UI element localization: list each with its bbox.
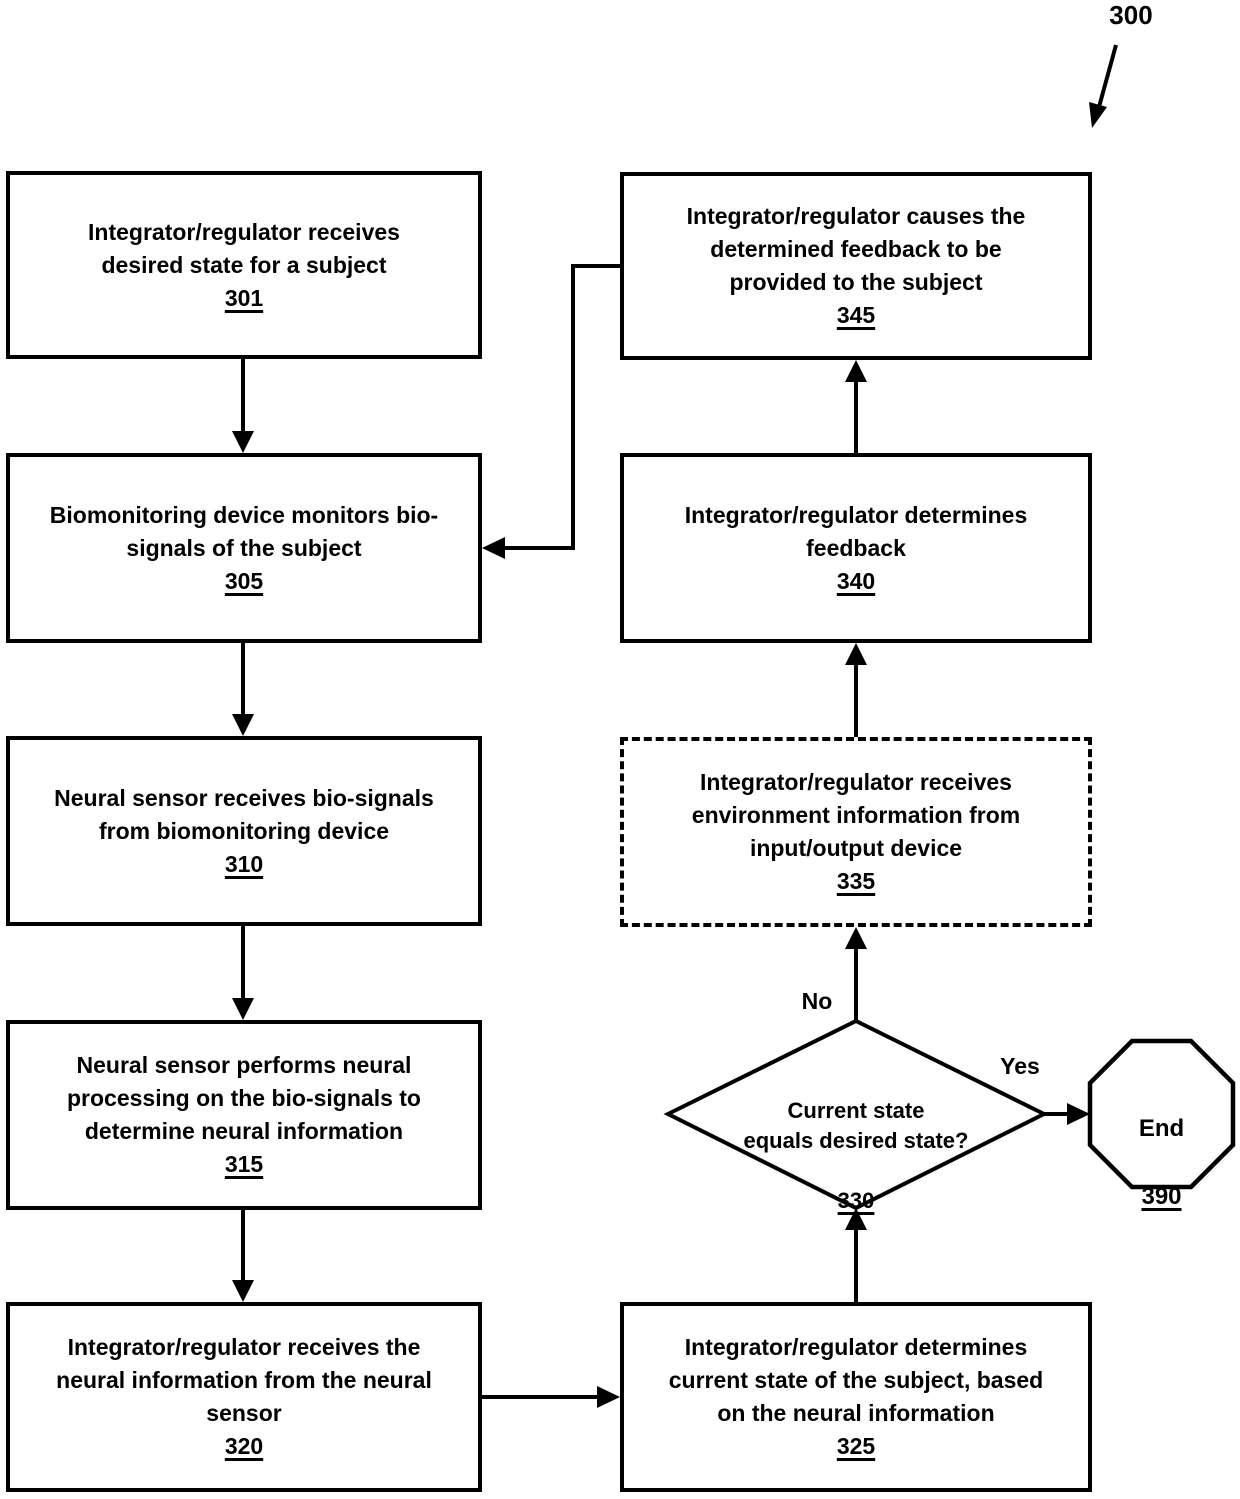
step-text-340: Integrator/regulator determines feedback [684, 501, 1028, 561]
step-text-315: Neural sensor performs neural processing… [67, 1052, 421, 1144]
arrow-335-340-head [845, 643, 867, 665]
step-box-315: Neural sensor performs neural processing… [6, 1020, 482, 1210]
end-390-shape [1087, 1038, 1236, 1190]
step-box-305: Biomonitoring device monitors bio- signa… [6, 453, 482, 643]
step-box-340: Integrator/regulator determines feedback… [620, 453, 1092, 643]
decision-330-text: Current state equals desired state? [743, 1098, 969, 1153]
arrow-305-310-head [232, 714, 254, 736]
arrow-345-305-head [482, 537, 505, 559]
end-390-label: End 390 [1090, 1078, 1233, 1248]
step-text-335: Integrator/regulator receives environmen… [691, 769, 1021, 861]
step-box-325: Integrator/regulator determines current … [620, 1302, 1092, 1492]
arrow-315-320-head [232, 1280, 254, 1302]
end-390-ref: 390 [1141, 1183, 1182, 1210]
arrow-310-315-head [232, 998, 254, 1020]
step-ref-315: 315 [224, 1151, 264, 1177]
branch-label-no: No [801, 988, 833, 1014]
figure-pointer-line [1097, 44, 1118, 108]
branch-label-yes: Yes [1000, 1053, 1040, 1079]
step-text-325: Integrator/regulator determines current … [668, 1334, 1044, 1426]
step-ref-320: 320 [224, 1433, 264, 1459]
step-text-301: Integrator/regulator receives desired st… [88, 218, 400, 278]
arrow-325-330-head [845, 1208, 867, 1230]
step-text-310: Neural sensor receives bio-signals from … [54, 784, 434, 844]
end-390-text: End [1138, 1115, 1185, 1142]
decision-330-ref: 330 [837, 1188, 875, 1213]
decision-330-shape [663, 1018, 1049, 1211]
arrow-330-390-head [1067, 1103, 1090, 1125]
step-box-345: Integrator/regulator causes the determin… [620, 172, 1092, 360]
step-ref-340: 340 [836, 567, 876, 594]
step-text-345: Integrator/regulator causes the determin… [686, 203, 1026, 295]
step-box-335: Integrator/regulator receives environmen… [620, 737, 1092, 927]
figure-pointer-head [1089, 102, 1107, 128]
arrow-330-335-head [845, 927, 867, 949]
step-ref-325: 325 [836, 1433, 876, 1459]
arrow-340-345-head [845, 360, 867, 382]
step-ref-335: 335 [836, 868, 876, 894]
figure-number: 300 [1109, 0, 1153, 30]
step-ref-305: 305 [224, 567, 264, 594]
arrow-301-305-head [232, 431, 254, 453]
step-text-320: Integrator/regulator receives the neural… [56, 1334, 432, 1426]
decision-330-label: Current state equals desired state? 330 [668, 1066, 1044, 1246]
step-ref-301: 301 [224, 284, 264, 311]
arrow-320-325-head [597, 1386, 620, 1408]
step-ref-345: 345 [836, 302, 876, 328]
arrow-345-305-line [503, 264, 620, 550]
step-box-320: Integrator/regulator receives the neural… [6, 1302, 482, 1492]
step-box-301: Integrator/regulator receives desired st… [6, 171, 482, 359]
step-text-305: Biomonitoring device monitors bio- signa… [49, 501, 439, 561]
step-ref-310: 310 [224, 850, 264, 877]
step-box-310: Neural sensor receives bio-signals from … [6, 736, 482, 926]
